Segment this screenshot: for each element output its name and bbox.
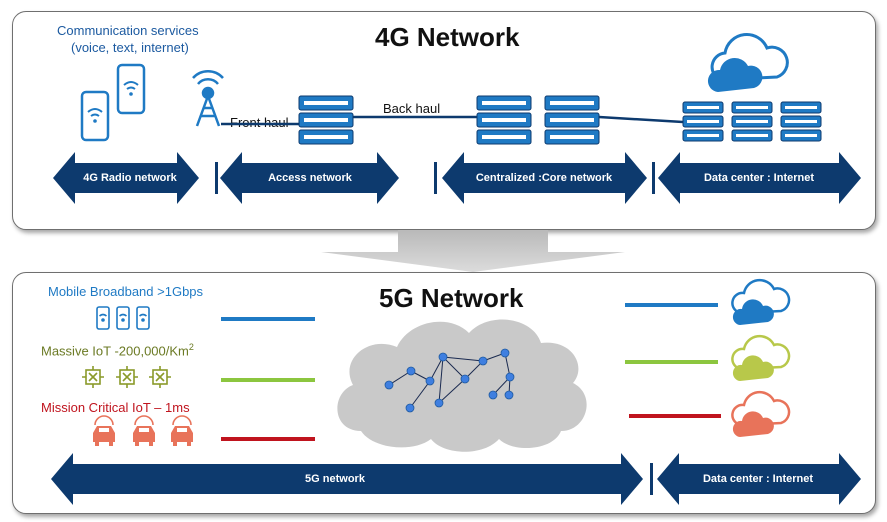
panel-5g-network: 5G Network Mobile Broadband >1Gbps Massi… [12, 272, 876, 514]
arrow-datacenter [657, 453, 861, 505]
title-4g: 4G Network [375, 22, 520, 52]
arrow-5g-network [51, 453, 643, 505]
phone-icon [136, 306, 150, 330]
segment-label: Centralized :Core network [475, 172, 613, 184]
divider [652, 162, 655, 194]
cell-tower-icon [192, 69, 224, 127]
title-5g: 5G Network [379, 283, 524, 313]
divider [215, 162, 218, 194]
iot-chip-icon [149, 366, 171, 388]
diagram-4g-graphics [53, 33, 861, 204]
car-icon [93, 415, 115, 446]
back-haul-label: Back haul [383, 101, 441, 116]
phone-icon [116, 63, 146, 115]
segment-label: Data center : Internet [703, 172, 815, 184]
segment-label: Data center : Internet [702, 473, 814, 485]
front-haul-label: Front haul [230, 115, 289, 130]
phone-icon [116, 306, 130, 330]
service-label-broadband: Mobile Broadband >1Gbps [48, 284, 204, 299]
car-icon [133, 415, 155, 446]
phone-icon [96, 306, 110, 330]
server-icon [731, 101, 773, 142]
diagram-5g-graphics [51, 278, 861, 505]
comm-services-label: Communication services [57, 23, 199, 38]
server-icon [682, 101, 724, 142]
iot-chip-icon [82, 366, 104, 388]
iot-chip-icon [116, 366, 138, 388]
segment-label: 4G Radio network [83, 172, 177, 184]
cloud-icon [731, 278, 791, 325]
segment-label: 5G network [305, 473, 365, 485]
server-icon [544, 95, 600, 145]
cloud-icon [707, 33, 789, 92]
divider [650, 463, 653, 495]
server-icon [476, 95, 532, 145]
car-icon [171, 415, 193, 446]
cloud-icon [731, 390, 791, 437]
arrow-access [220, 152, 399, 204]
service-label-mission-critical: Mission Critical IoT – 1ms [41, 400, 190, 415]
arrow-core [442, 152, 647, 204]
network-cloud [337, 319, 587, 452]
cloud-icon [731, 334, 791, 381]
server-icon [780, 101, 822, 142]
service-label-massive-iot: Massive IoT -200,000/Km2 [41, 342, 194, 359]
comm-services-sublabel: (voice, text, internet) [71, 40, 189, 55]
panel-4g-network: 4G Network Communication services (voice… [12, 11, 876, 230]
server-icon [298, 95, 354, 145]
divider [434, 162, 437, 194]
segment-label: Access network [268, 172, 352, 184]
arrow-4g-radio [53, 152, 199, 204]
arrow-datacenter [658, 152, 861, 204]
phone-icon [80, 90, 110, 142]
core-to-datacenter-link [598, 115, 684, 124]
